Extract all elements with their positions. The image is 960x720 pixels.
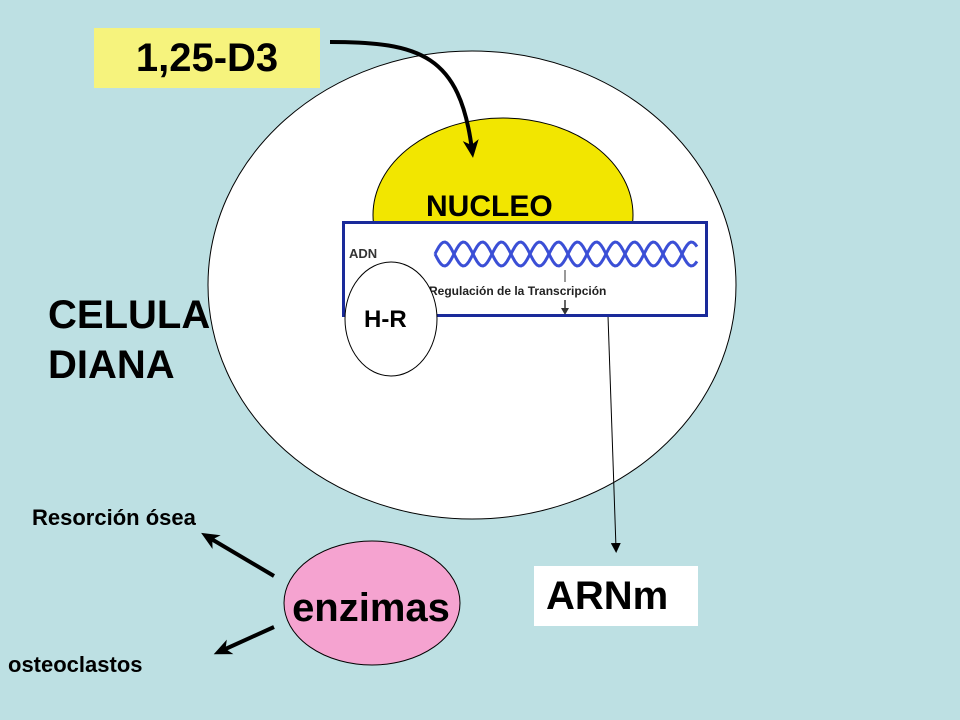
enzymes-oval bbox=[283, 540, 461, 666]
dna-panel: ADN Regulación de la Transcripción bbox=[342, 221, 708, 317]
hormone-receptor-label: H-R bbox=[364, 306, 407, 333]
bone-resorption-label: Resorción ósea bbox=[32, 505, 196, 530]
osteoclasts-label: osteoclastos bbox=[8, 652, 143, 677]
nucleus-label: NUCLEO bbox=[426, 190, 553, 223]
dna-strand-2 bbox=[433, 240, 699, 268]
mrna-label: ARNm bbox=[546, 573, 669, 618]
enzymes-label: enzimas bbox=[292, 585, 450, 630]
osteoclasts-arrow bbox=[213, 625, 275, 655]
mrna-label-box: ARNm bbox=[534, 566, 698, 626]
dna-helix bbox=[433, 240, 699, 268]
target-cell-label: CELULA DIANA bbox=[48, 293, 209, 387]
dna-helix-graphic bbox=[433, 240, 699, 314]
dna-caption: Regulación de la Transcripción bbox=[429, 284, 607, 298]
resorption-arrow bbox=[201, 532, 276, 578]
hormone-label-box: 1,25-D3 bbox=[94, 28, 320, 88]
dna-tag: ADN bbox=[349, 246, 378, 261]
dna-caption-arrowhead bbox=[561, 308, 569, 314]
hormone-entry-arrow bbox=[329, 40, 479, 158]
hormone-label: 1,25-D3 bbox=[135, 35, 279, 80]
dna-strand-1 bbox=[433, 240, 699, 268]
transcription-arrow bbox=[607, 315, 621, 553]
